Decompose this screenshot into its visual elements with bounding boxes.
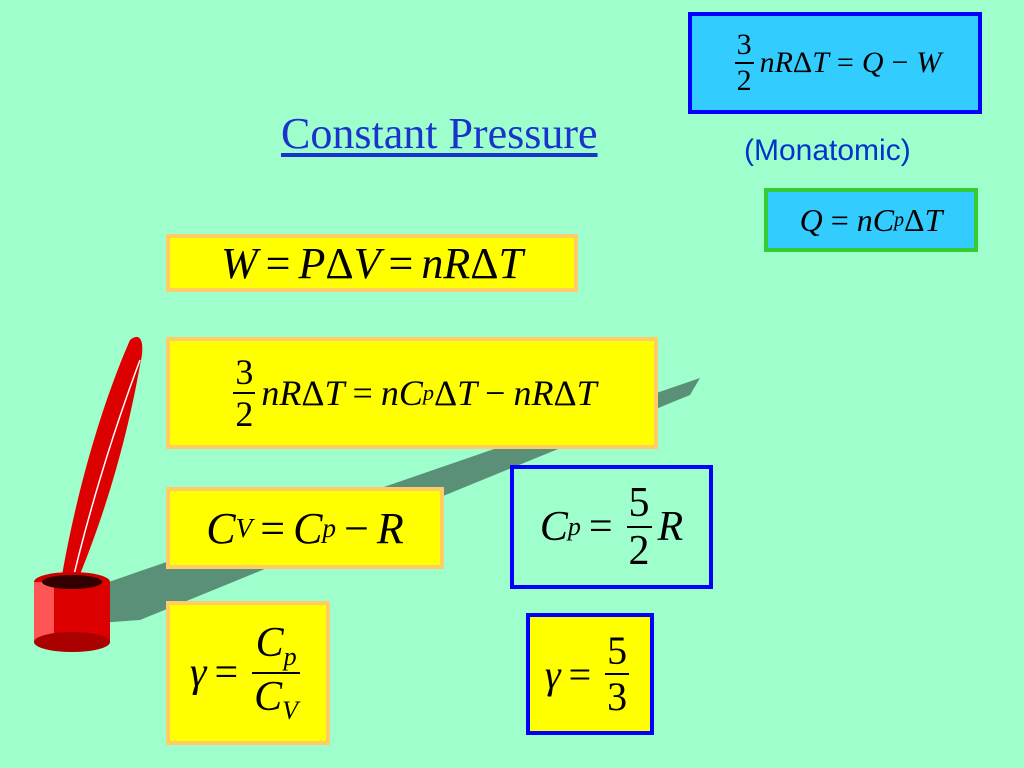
slide-title: Constant Pressure <box>281 109 598 158</box>
monatomic-note: (Monatomic) <box>744 134 911 167</box>
inkwell-icon <box>34 572 110 652</box>
